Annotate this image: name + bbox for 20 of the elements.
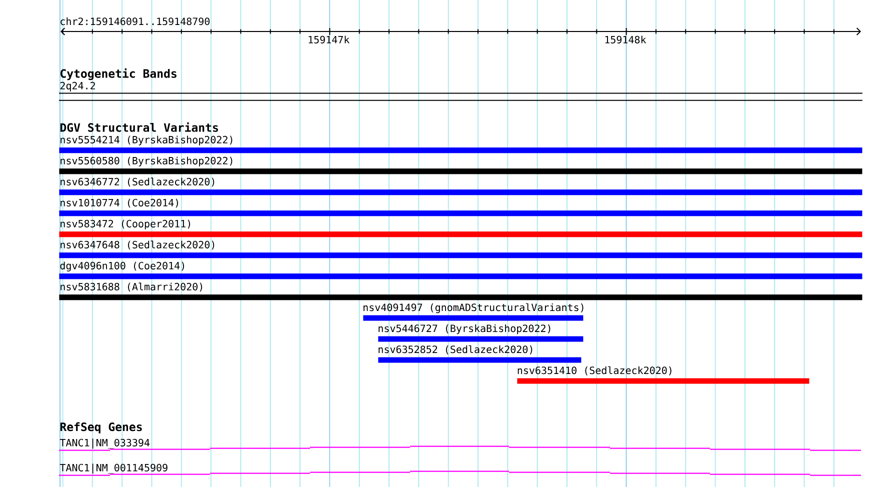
tick-label: 159147k [308,36,350,44]
gene-label: TANC1|NM_001145909 [60,464,168,474]
band-label: 2q24.2 [60,82,95,92]
variant-label: nsv6346772 (Sedlazeck2020) [60,178,214,187]
track-title: RefSeq Genes [60,422,142,434]
variant-label: nsv1010774 (Coe2014) [60,198,178,208]
gene-label: TANC1|NM_033394 [60,438,150,449]
variant-label: dgv4096n100 (Coe2014) [60,262,184,272]
variant-label: nsv5554214 (ByrskaBishop2022) [60,136,232,146]
variant-label: nsv583472 (Cooper2011) [60,220,190,230]
track-title: DGV Structural Variants [60,122,218,132]
variant-label: nsv6347648 (Sedlazeck2020) [60,240,214,250]
variant-label: nsv5560580 (ByrskaBishop2022) [60,156,232,166]
ruler-label: chr2:159146091..159148790 [60,17,210,26]
variant-label: nsv6352852 (Sedlazeck2020) [378,345,532,354]
tick-label: 159148k [605,36,646,44]
variant-label: nsv5446727 (ByrskaBishop2022) [378,324,550,334]
variant-label: nsv4091497 (gnomADStructuralVariants) [364,303,584,314]
variant-label: nsv5831688 (Almarri2020) [60,282,202,292]
variant-label: nsv6351410 (Sedlazeck2020) [518,366,672,376]
